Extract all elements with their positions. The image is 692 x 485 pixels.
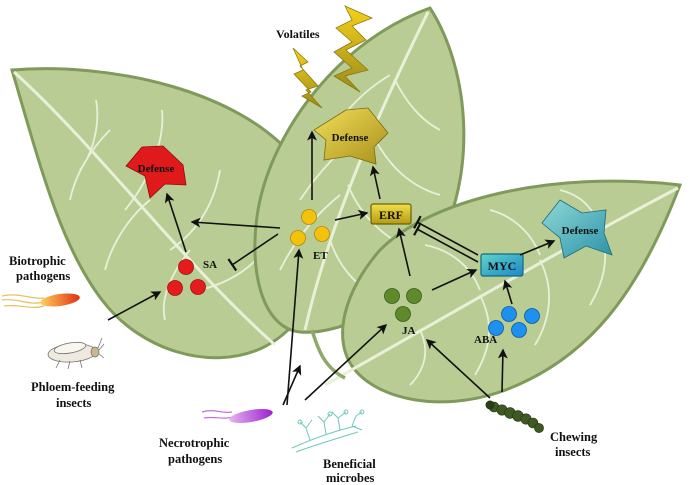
defense-label-top: Defense [332, 132, 369, 144]
defense-star-left [125, 145, 187, 199]
erf-label: ERF [379, 208, 403, 222]
phloem-label-1: Phloem-feeding [31, 380, 115, 394]
leaf-left [10, 67, 326, 360]
biotrophic-label-2: pathogens [16, 269, 70, 283]
sa-molecules [167, 259, 206, 296]
myc-label: MYC [488, 259, 517, 273]
necrotrophic-label-1: Necrotrophic [159, 436, 230, 450]
phloem-feeding-insect-icon [47, 337, 105, 370]
ja-label: JA [402, 325, 416, 337]
et-molecules [290, 209, 330, 246]
ja-molecules [384, 288, 422, 322]
necrotrophic-pathogen-icon [201, 408, 273, 424]
volatiles-icon [292, 5, 374, 109]
volatiles-label: Volatiles [276, 27, 320, 41]
sa-label: SA [203, 259, 217, 271]
arrows [107, 130, 556, 406]
necrotrophic-label-2: pathogens [168, 452, 222, 466]
defense-label-right: Defense [562, 225, 599, 237]
et-label: ET [313, 250, 328, 262]
defense-star-top [313, 107, 389, 165]
erf-box [370, 203, 412, 225]
leaf-stem [310, 329, 346, 380]
myc-box [480, 253, 524, 277]
defense-star-right [541, 199, 613, 259]
defense-label-left: Defense [138, 163, 175, 175]
chewing-insect-icon [485, 400, 544, 433]
beneficial-microbe-icon [291, 409, 365, 453]
beneficial-label-1: Beneficial [323, 457, 376, 471]
chewing-label-2: insects [555, 445, 591, 459]
beneficial-label-2: microbes [326, 471, 375, 485]
chewing-label-1: Chewing [550, 430, 598, 444]
phloem-label-2: insects [56, 396, 92, 410]
biotrophic-label-1: Biotrophic [9, 254, 66, 268]
biotrophic-pathogen-icon [1, 293, 80, 309]
aba-molecules [488, 306, 540, 338]
aba-label: ABA [474, 334, 497, 346]
